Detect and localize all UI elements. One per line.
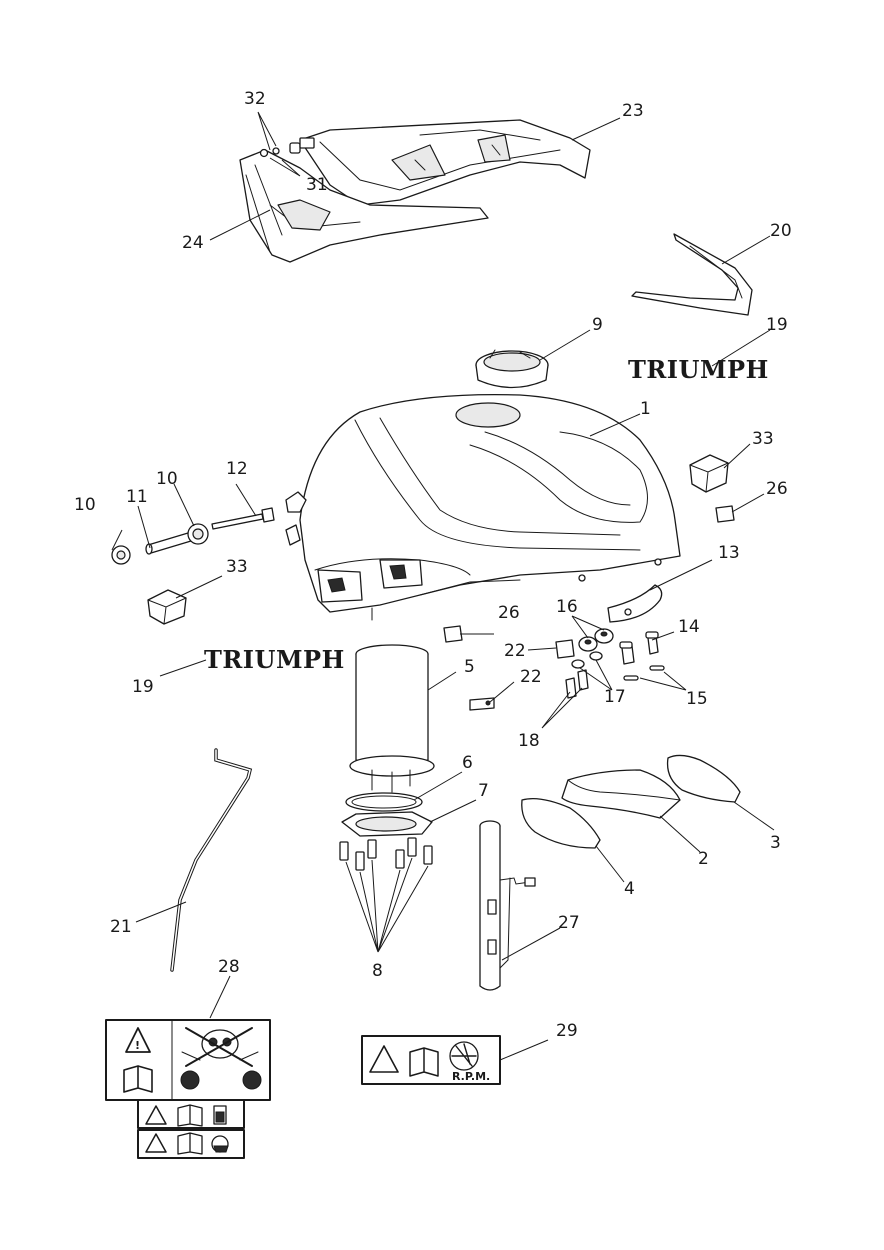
- warning-triangle-icon: !: [125, 1027, 151, 1053]
- callout-label: 31: [306, 175, 328, 195]
- callout-label: 29: [556, 1021, 578, 1041]
- screw-part-14: [619, 631, 659, 665]
- bolt-part-18: [565, 669, 589, 699]
- callout-label: 2: [698, 849, 709, 869]
- callout-label: 11: [126, 487, 148, 507]
- warning-triangle-icon: [145, 1105, 167, 1125]
- warning-label-part-28: !: [105, 1019, 271, 1159]
- callout-label: 33: [752, 429, 774, 449]
- fuel-pump-icon: [213, 1105, 227, 1125]
- callout-label: 9: [592, 315, 603, 335]
- bracket-part-13: [607, 584, 663, 623]
- rpm-gauge-icon: [449, 1041, 479, 1071]
- callout-label: 14: [678, 617, 700, 637]
- pad-part-3: [666, 754, 741, 803]
- manual-book-icon: [123, 1065, 153, 1093]
- callout-label: 6: [462, 753, 473, 773]
- callout-label: 27: [558, 913, 580, 933]
- tank-cover-part-24: [239, 149, 489, 263]
- seal-ring-part-6: [345, 792, 423, 812]
- callout-label: 22: [504, 641, 526, 661]
- triumph-badge-part-19-upper: TRIUMPH: [628, 355, 769, 384]
- callout-label: 7: [478, 781, 489, 801]
- triumph-badge-text: TRIUMPH: [204, 645, 345, 674]
- callout-label: 4: [624, 879, 635, 899]
- screw-part-31-32: [259, 137, 315, 158]
- manual-book-icon: [409, 1047, 439, 1077]
- callout-label: 10: [156, 469, 178, 489]
- retainer-plate-part-7: [341, 811, 433, 837]
- triumph-badge-text: TRIUMPH: [628, 355, 769, 384]
- callout-label: 24: [182, 233, 204, 253]
- warning-triangle-icon: [369, 1045, 399, 1073]
- pad-part-26-left: [443, 625, 463, 643]
- pin-part-15: [623, 665, 665, 681]
- callout-labels: 32 31 23 24 20 19 9 1 33 26 13 14 15 16 …: [74, 89, 792, 1041]
- callout-label: 17: [604, 687, 626, 707]
- callout-label: 10: [74, 495, 96, 515]
- leader-lines: [111, 111, 775, 1061]
- spacer-part-10-left: [111, 545, 131, 565]
- callout-label: 5: [464, 657, 475, 677]
- filler-ring-part-9: [475, 349, 549, 389]
- pad-part-4: [521, 797, 601, 849]
- manual-book-icon: [177, 1104, 203, 1127]
- helmet-icon: [211, 1135, 229, 1153]
- spacer-part-10-right: [187, 523, 209, 545]
- callout-label: 19: [132, 677, 154, 697]
- skull-crossbones-icon: [181, 1027, 259, 1067]
- rpm-label-part-29: R.P.M.: [361, 1035, 501, 1085]
- callout-label: 20: [770, 221, 792, 241]
- clip-part-22-lower: [469, 697, 495, 711]
- callout-label: 13: [718, 543, 740, 563]
- callout-label: 16: [556, 597, 578, 617]
- callout-label: 22: [520, 667, 542, 687]
- rubber-block-part-33-left: [147, 589, 187, 625]
- tank-cover-part-23: [299, 119, 591, 206]
- callout-label: 33: [226, 557, 248, 577]
- callout-label: 26: [766, 479, 788, 499]
- callout-label: 1: [640, 399, 651, 419]
- decal-strip-part-20: [631, 233, 753, 316]
- rpm-label-text: R.P.M.: [452, 1070, 490, 1083]
- svg-text:!: !: [135, 1039, 140, 1052]
- pad-part-2: [561, 769, 681, 819]
- manual-book-icon: [177, 1132, 203, 1155]
- breather-pipe-part-21: [170, 748, 253, 972]
- warning-triangle-icon: [145, 1133, 167, 1153]
- callout-label: 28: [218, 957, 240, 977]
- callout-label: 32: [244, 89, 266, 109]
- callout-label: 23: [622, 101, 644, 121]
- callout-label: 18: [518, 731, 540, 751]
- washer-part-17: [571, 651, 603, 669]
- callout-label: 3: [770, 833, 781, 853]
- screws-part-8: [339, 837, 433, 871]
- triumph-badge-part-19-lower: TRIUMPH: [204, 645, 345, 674]
- sleeve-part-11: [145, 532, 192, 555]
- fuel-pump-part-5: [349, 644, 435, 793]
- clip-part-22-upper: [555, 639, 575, 659]
- bolt-part-12: [211, 507, 275, 530]
- rubber-block-part-33-right: [689, 454, 729, 493]
- callout-label: 26: [498, 603, 520, 623]
- grommet-part-16: [578, 628, 614, 652]
- pad-part-26-right: [715, 505, 735, 523]
- callout-label: 8: [372, 961, 383, 981]
- callout-label: 15: [686, 689, 708, 709]
- fuel-tank-part-1: [285, 393, 681, 621]
- callout-label: 12: [226, 459, 248, 479]
- helmet-icon: [180, 1070, 262, 1090]
- callout-label: 19: [766, 315, 788, 335]
- callout-label: 21: [110, 917, 132, 937]
- level-sender-part-27: [479, 820, 536, 991]
